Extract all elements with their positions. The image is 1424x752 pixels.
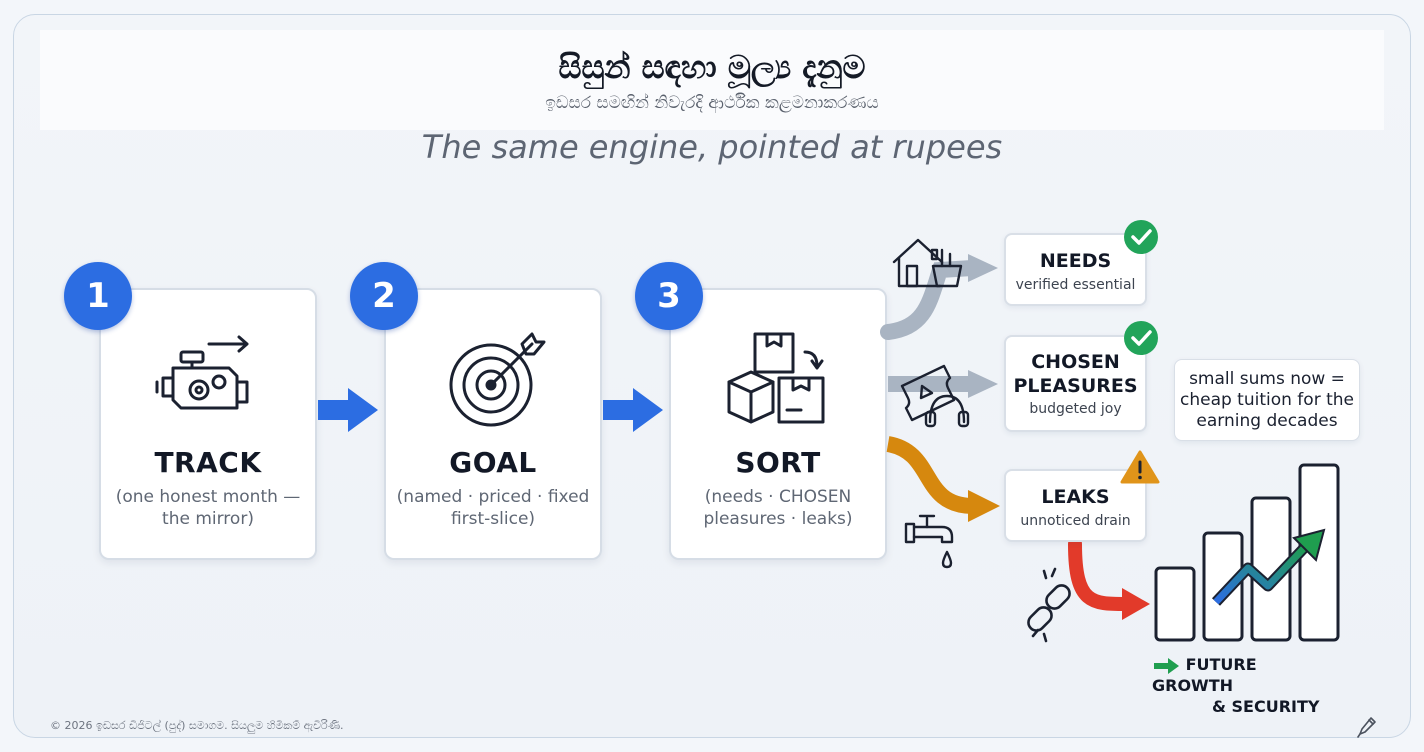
note-line: cheap tuition for the: [1179, 390, 1354, 410]
note-line: small sums now =: [1189, 369, 1345, 389]
step-desc-goal: (named · priced · fixed first-slice): [394, 486, 592, 530]
step-card-sort: SORT (needs · CHOSEN pleasures · leaks): [669, 288, 887, 560]
step-arrow-1-2: [318, 388, 378, 432]
step-desc-sort: (needs · CHOSEN pleasures · leaks): [679, 486, 877, 530]
outcome-title-pleasures-2: PLEASURES: [1013, 375, 1138, 397]
outcome-sub-leaks: unnoticed drain: [1020, 513, 1131, 529]
outcome-title-pleasures-1: CHOSEN: [1031, 351, 1120, 373]
step-arrow-2-3: [603, 388, 663, 432]
tagline: The same engine, pointed at rupees: [421, 128, 1003, 166]
ticket-headphones-icon: [900, 364, 970, 428]
future-line-1: FUTURE GROWTH: [1152, 655, 1257, 695]
growth-bar: [1154, 566, 1196, 642]
step-card-goal: GOAL (named · priced · fixed first-slice…: [384, 288, 602, 560]
check-icon: [1124, 321, 1158, 355]
future-label: FUTURE GROWTH & SECURITY: [1152, 654, 1342, 717]
boxes-icon: [727, 332, 825, 424]
house-groceries-icon: [892, 238, 963, 288]
broken-chain-icon: [1027, 567, 1071, 643]
page-subtitle: ඉඩසර සමඟින් නිවැරදි ආර්ථික කළමනාකරණය: [545, 93, 879, 113]
outcome-card-pleasures: CHOSEN PLEASURES budgeted joy: [1004, 335, 1147, 432]
step-title-goal: GOAL: [449, 446, 537, 479]
step-desc-line: (one honest month —: [115, 487, 301, 507]
warning-icon: [1120, 450, 1160, 484]
header-band: [40, 30, 1384, 130]
note-bubble: small sums now = cheap tuition for the e…: [1174, 359, 1360, 441]
step-title-sort: SORT: [735, 446, 821, 479]
outcome-title-leaks: LEAKS: [1041, 486, 1110, 508]
step-badge-2: 2: [350, 262, 418, 330]
page-title: සිසුන් සඳහා මූල්‍ය දැනුම: [558, 48, 866, 86]
step-desc-track: (one honest month — the mirror): [109, 486, 307, 530]
growth-bar: [1202, 531, 1244, 642]
flow-drain-arrowhead: [1122, 588, 1150, 620]
flow-leaks: [886, 436, 973, 514]
flow-pleasures-arrowhead: [968, 370, 998, 398]
step-desc-line: pleasures · leaks): [703, 509, 853, 529]
step-desc-line: first-slice): [450, 509, 536, 529]
future-line-2: & SECURITY: [1212, 697, 1320, 716]
outcome-sub-needs: verified essential: [1015, 277, 1136, 293]
check-icon: [1124, 220, 1158, 254]
step-card-track: TRACK (one honest month — the mirror): [99, 288, 317, 560]
step-title-track: TRACK: [154, 446, 262, 479]
growth-trend-arrowhead: [1292, 528, 1326, 562]
note-line: earning decades: [1196, 411, 1338, 431]
flow-leaks-arrowhead: [968, 490, 1000, 522]
step-desc-line: (needs · CHOSEN: [704, 487, 852, 507]
step-desc-line: the mirror): [162, 509, 254, 529]
growth-trend-line: [1213, 543, 1309, 605]
dripping-tap-icon: [904, 514, 954, 569]
flow-needs: [880, 260, 980, 340]
footer-copyright: © 2026 ඉඩසර ඩිජිටල් (පුද්) සමාගම. සියලුම…: [50, 719, 344, 732]
step-desc-line: (named · priced · fixed: [396, 487, 590, 507]
outcome-card-leaks: LEAKS unnoticed drain: [1004, 469, 1147, 542]
step-badge-3: 3: [635, 262, 703, 330]
pen-icon: [1357, 717, 1376, 738]
step-badge-1: 1: [64, 262, 132, 330]
target-icon: [449, 332, 546, 427]
flow-drain: [1068, 537, 1133, 611]
outcome-sub-pleasures: budgeted joy: [1029, 401, 1122, 417]
green-arrow-icon: [1154, 657, 1179, 674]
outcome-card-needs: NEEDS verified essential: [1004, 233, 1147, 306]
outcome-title-needs: NEEDS: [1039, 250, 1112, 272]
engine-icon: [155, 335, 249, 410]
flow-needs-arrowhead: [968, 254, 998, 282]
